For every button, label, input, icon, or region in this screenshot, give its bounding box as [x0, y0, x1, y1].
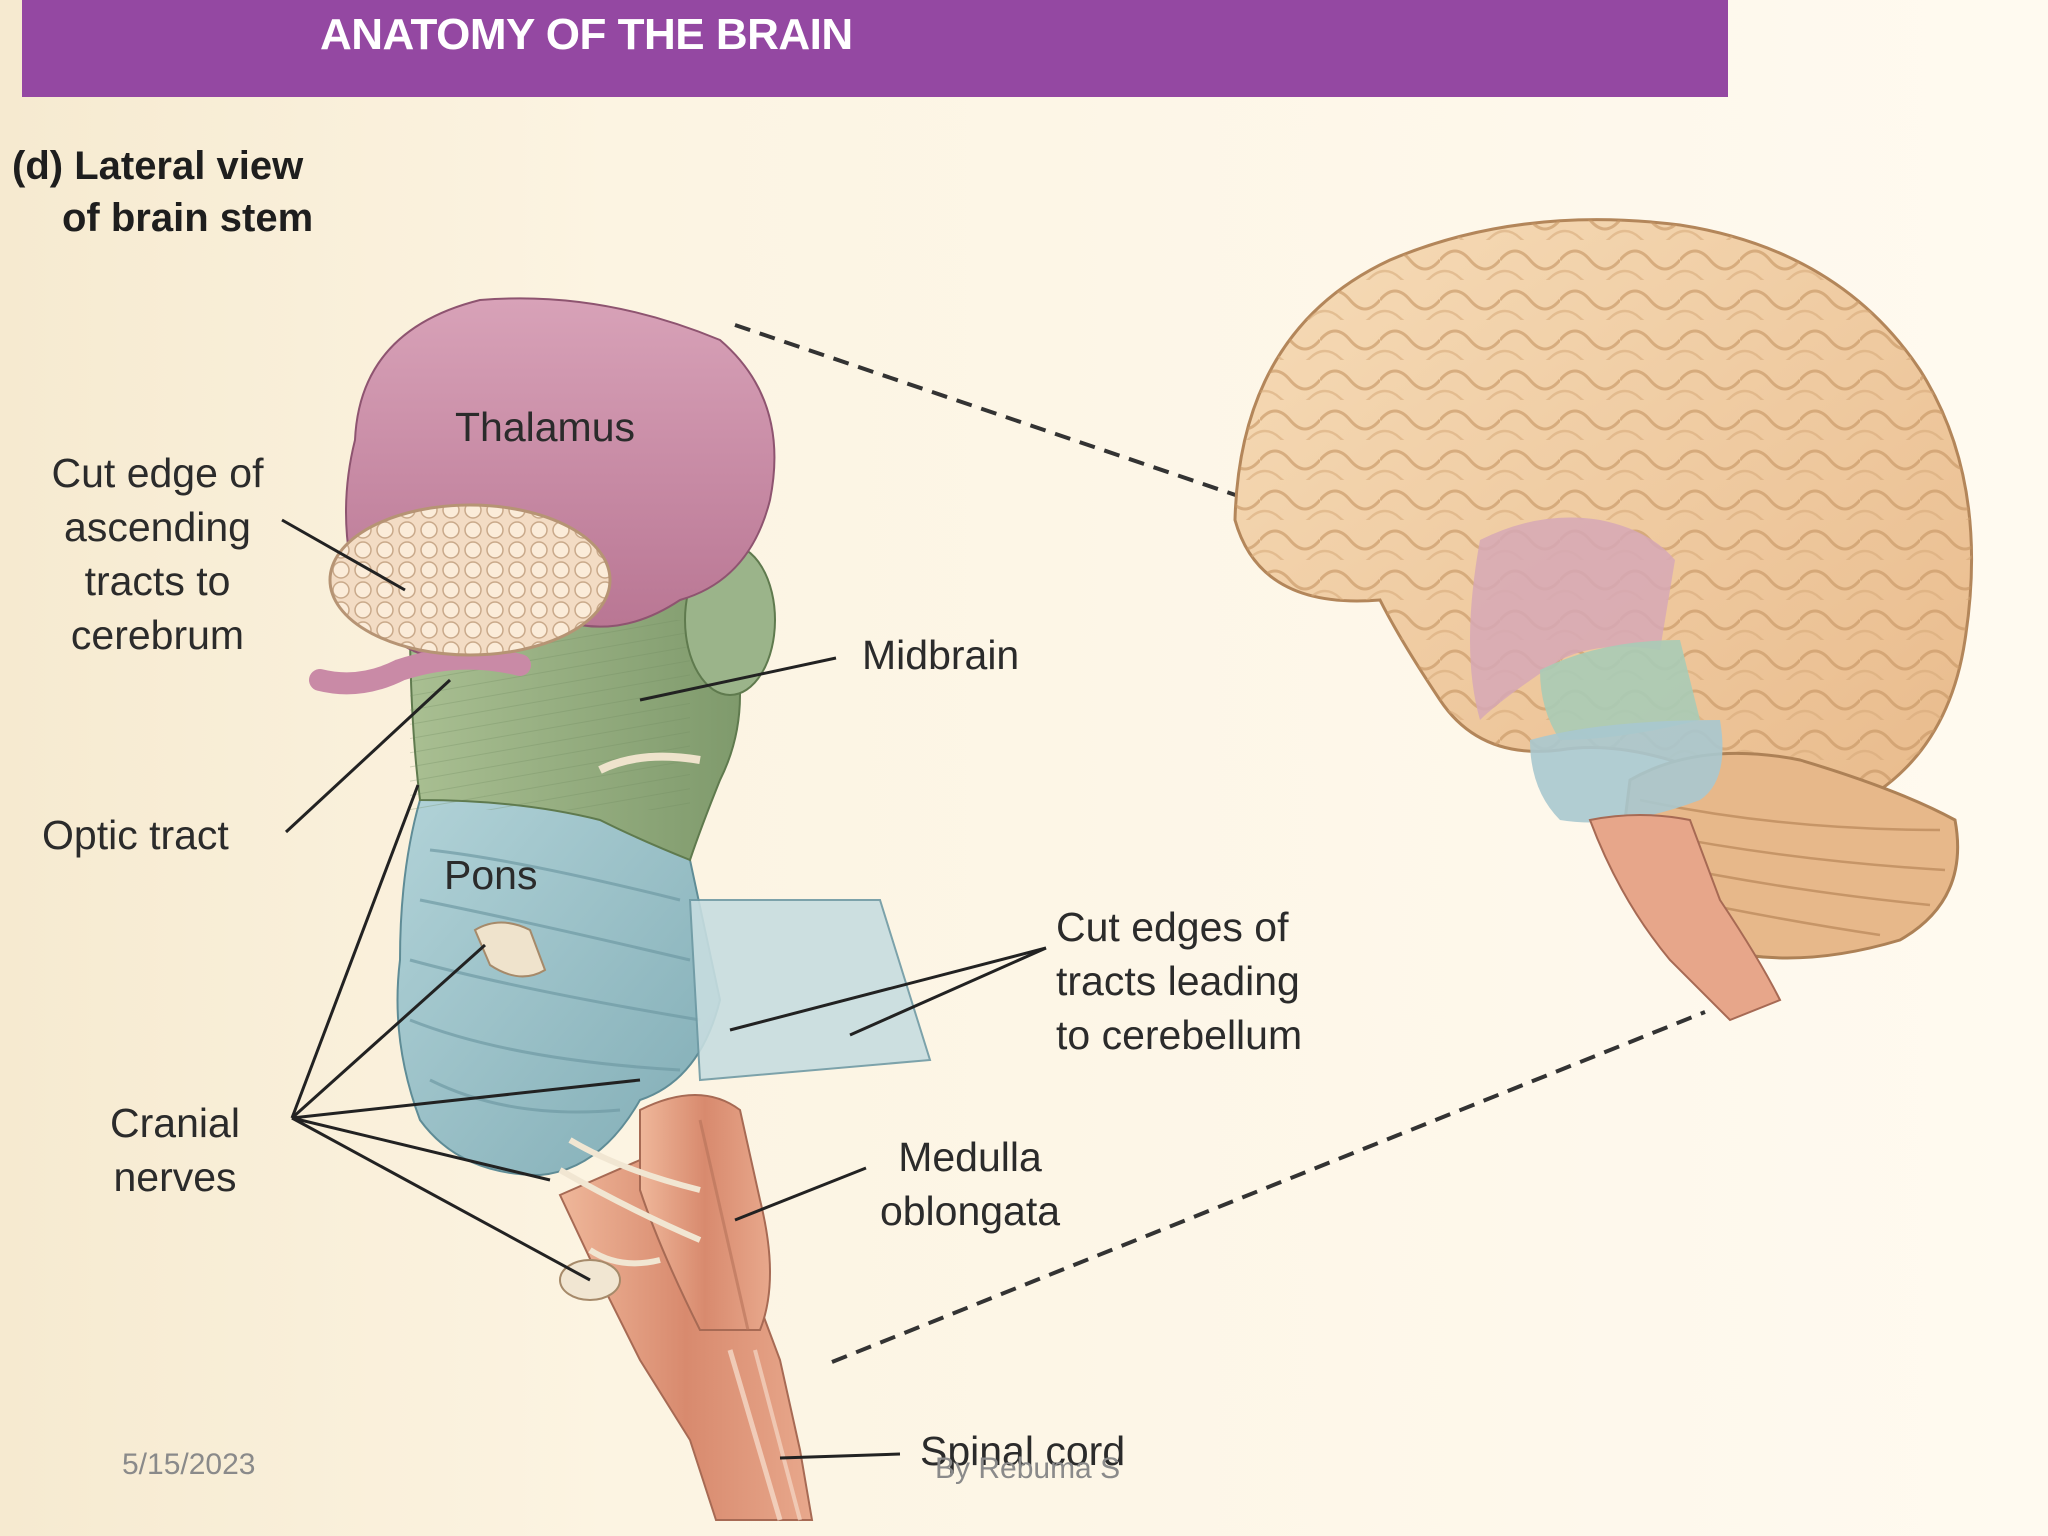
leader-optic-tract: [284, 678, 452, 834]
label-optic-tract: Optic tract: [42, 812, 229, 858]
brain-pons-highlight: [1530, 720, 1723, 823]
header-bar: ANATOMY OF THE BRAIN: [22, 0, 1728, 97]
connector-line-bottom: [831, 1010, 1706, 1364]
header-title: ANATOMY OF THE BRAIN: [320, 10, 853, 59]
leader-midbrain: [639, 656, 837, 702]
label-cranial-nerves: Cranial nerves: [110, 1100, 240, 1200]
footer-date: 5/15/2023: [122, 1448, 256, 1481]
label-medulla: Medulla oblongata: [879, 1134, 1061, 1234]
leader-medulla: [734, 1166, 867, 1222]
label-pons: Pons: [444, 852, 538, 898]
cerebellar-tract-cut: [688, 899, 932, 1082]
footer-author: By Rebuma S: [935, 1452, 1121, 1485]
leader-cut-edge: [281, 518, 406, 592]
leader-cerebellum-2: [849, 946, 1047, 1037]
label-thalamus: Thalamus: [455, 404, 636, 450]
label-cut-edges-cerebellum: Cut edges of tracts leading to cerebellu…: [1056, 904, 1303, 1058]
lateral-brain-drawing: [1233, 218, 1974, 1022]
leader-spinal-cord: [779, 1452, 901, 1460]
trigeminal-nerve-stub: [473, 921, 547, 978]
ascending-tracts-cut-edge: [328, 503, 612, 657]
panel-caption-line1: (d) Lateral view: [12, 144, 304, 188]
panel-caption-line2: of brain stem: [62, 196, 314, 240]
panel-caption: (d) Lateral view of brain stem: [12, 140, 313, 244]
label-midbrain: Midbrain: [862, 632, 1020, 678]
leader-cerebellum-1: [729, 946, 1047, 1032]
label-cut-edge: Cut edge of ascending tracts to cerebrum: [51, 450, 264, 658]
label-spinal-cord: Spinal cord: [920, 1428, 1126, 1474]
brain-brainstem-shape: [1588, 814, 1782, 1022]
brain-thalamus-highlight: [1470, 517, 1675, 720]
medulla-shape: [639, 1094, 771, 1331]
brain-midbrain-highlight: [1540, 640, 1700, 740]
